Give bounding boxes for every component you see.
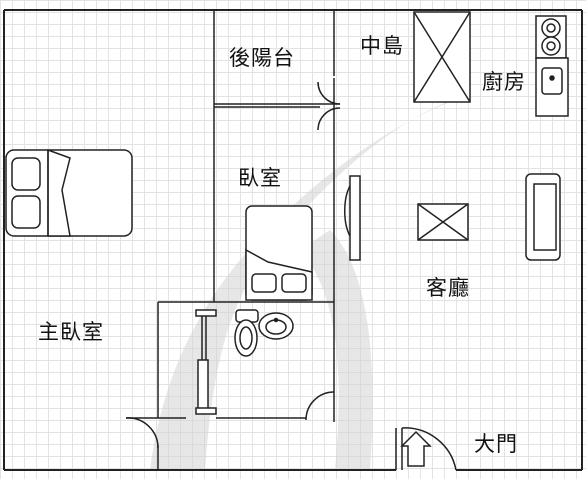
label-bedroom: 臥室 xyxy=(238,166,282,190)
bed xyxy=(245,205,313,301)
interior-walls xyxy=(157,10,335,470)
label-master-bedroom: 主臥室 xyxy=(38,320,104,344)
bedroom-door xyxy=(344,175,361,261)
coffee-table xyxy=(417,203,469,241)
exterior-walls xyxy=(3,9,583,471)
kitchen-island xyxy=(413,11,471,103)
label-main-door: 大門 xyxy=(474,432,518,456)
shower-rail xyxy=(195,309,217,415)
watermark-logo xyxy=(150,95,470,470)
kitchen-sink xyxy=(535,57,569,117)
stove xyxy=(535,15,567,59)
label-rear-balcony: 後陽台 xyxy=(229,46,295,70)
main-door xyxy=(395,427,457,471)
label-island: 中島 xyxy=(360,34,404,58)
bathroom-door xyxy=(305,384,335,422)
washbasin xyxy=(258,312,294,340)
master-bed xyxy=(5,148,133,237)
label-kitchen: 廚房 xyxy=(482,70,526,94)
rear-balcony-door xyxy=(317,78,341,134)
toilet xyxy=(234,309,259,357)
sofa xyxy=(525,173,561,261)
entrance-arrow-icon xyxy=(400,430,432,467)
master-bedroom-door xyxy=(125,417,159,449)
label-living-room: 客廳 xyxy=(426,276,470,300)
